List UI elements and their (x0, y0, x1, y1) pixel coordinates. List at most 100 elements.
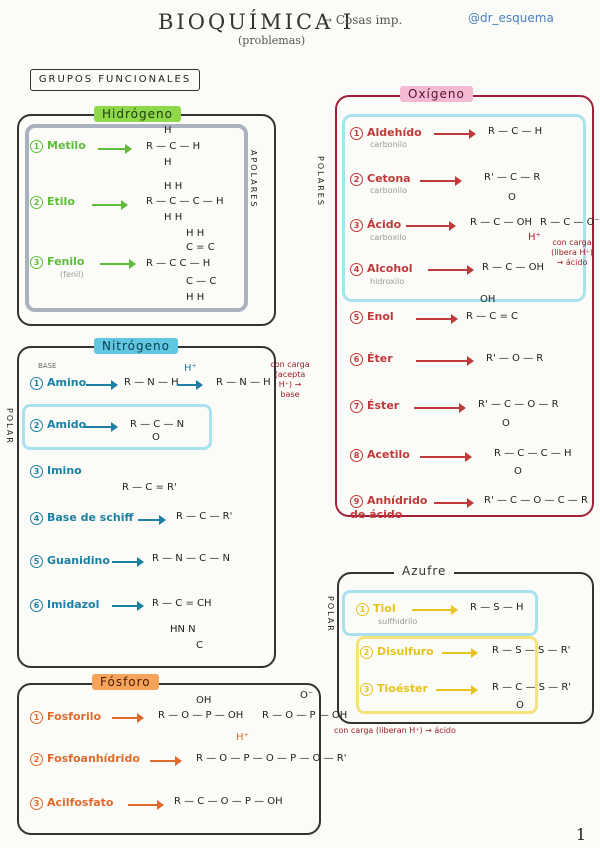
acilfosfato-arrow (128, 800, 164, 810)
acido-ionized-formula: R — C — O⁻ (540, 217, 600, 228)
etilo-h-top: H H (164, 181, 183, 192)
etilo-formula: R — C — C — H (146, 196, 224, 207)
fosforilo-charged-formula: R — O — P — OH (262, 710, 348, 721)
nitrogeno-box (17, 346, 276, 668)
page-title: BIOQUÍMICA I (158, 10, 355, 34)
amido-formula: R — C — N (130, 419, 185, 430)
imidazol-ring-bottom: C (196, 640, 203, 651)
imino-formula: R — C = R' (122, 482, 177, 493)
apolares-label: APOLARES (249, 150, 258, 209)
tioester-arrow (436, 685, 478, 695)
tiol-highlight (342, 590, 538, 636)
polar-label-azufre: POLAR (326, 596, 335, 633)
amido-highlight (22, 404, 212, 450)
amino-base-note: con carga (acepta H⁺) → base (270, 360, 310, 399)
enol-arrow (416, 314, 458, 324)
section-title: GRUPOS FUNCIONALES (30, 69, 200, 91)
disulfuro-formula: R — S — S — R' (492, 645, 571, 656)
guanidino-arrow (112, 557, 144, 567)
azufre-box (337, 572, 594, 724)
fenilo-h-bottom: H H (186, 292, 205, 303)
eter-arrow (416, 356, 474, 366)
fenilo-arrow (100, 259, 136, 269)
acido-sublabel: carboxilo (370, 233, 407, 242)
metilo-h-bottom: H (164, 157, 172, 168)
amino-charged-formula: R — N — H (216, 377, 271, 388)
base-label: BASE (38, 362, 57, 370)
etilo-arrow (92, 200, 128, 210)
polares-label-oxigeno: POLARES (316, 156, 325, 207)
fosfoanhidrido-arrow (150, 756, 182, 766)
schiff-arrow (138, 515, 166, 525)
polar-label-nitrogeno: POLAR (5, 408, 14, 445)
acilfosfato-formula: R — C — O — P — OH (174, 796, 283, 807)
enol-formula: R — C = C (466, 311, 519, 322)
etilo-h-bottom: H H (164, 212, 183, 223)
fenilo-sublabel: (fenil) (60, 270, 84, 279)
imidazol-formula: R — C = CH (152, 598, 212, 609)
amido-arrow (84, 422, 118, 432)
eter-formula: R' — O — R (486, 353, 544, 364)
schiff-formula: R — C — R' (176, 511, 233, 522)
tiol-formula: R — S — H (470, 602, 524, 613)
acetilo-oxygen: O (514, 466, 522, 477)
fosforo-box (17, 683, 321, 835)
fosforilo-formula: R — O — P — OH (158, 710, 244, 721)
fosforo-header: Fósforo (92, 674, 159, 690)
cetona-formula: R' — C — R (484, 172, 541, 183)
acetilo-arrow (420, 452, 472, 462)
author-handle[interactable]: @dr_esquema (468, 11, 554, 25)
anhidrido-acido-arrow (434, 498, 474, 508)
ester-arrow (414, 403, 466, 413)
ester-formula: R' — C — O — R (478, 399, 559, 410)
alcohol-formula: R — C — OH (482, 262, 545, 273)
oxigeno-header: Oxígeno (400, 86, 473, 102)
fosforilo-arrow (112, 713, 144, 723)
ester-oxygen: O (502, 418, 510, 429)
anhidrido-acido-formula: R' — C — O — C — R (484, 495, 588, 506)
alcohol-arrow (428, 265, 474, 275)
tiol-sublabel: sulfhidrilo (378, 617, 418, 626)
alcohol-sublabel: hidroxilo (370, 277, 405, 286)
azufre-yellow-highlight (356, 636, 538, 714)
amino-hplus: H⁺ (184, 363, 197, 374)
hidrogeno-inner-highlight (25, 124, 248, 312)
title-suffix: → Cosas imp. (322, 13, 403, 27)
cetona-arrow (420, 176, 462, 186)
fenilo-h-top: H H (186, 228, 205, 239)
amino-formula: R — N — H (124, 377, 179, 388)
fosforo-acid-note: con carga (liberan H⁺) → ácido (334, 726, 456, 735)
acido-hplus: H⁺ (528, 232, 541, 243)
subtitle: (problemas) (238, 34, 306, 47)
aldehido-arrow (434, 129, 476, 139)
acido-note: con carga (libera H⁺) → ácido (551, 238, 593, 267)
cetona-oxygen: O (508, 192, 516, 203)
tiol-arrow (412, 605, 458, 615)
guanidino-formula: R — N — C — N (152, 553, 230, 564)
azufre-header: Azufre (394, 563, 455, 579)
disulfuro-arrow (442, 648, 478, 658)
fosforilo-hplus: H⁺ (236, 732, 249, 743)
tioester-oxygen: O (516, 700, 524, 711)
fenilo-ring-top: C = C (186, 242, 215, 253)
fenilo-ring-middle: R — C C — H (146, 258, 211, 269)
